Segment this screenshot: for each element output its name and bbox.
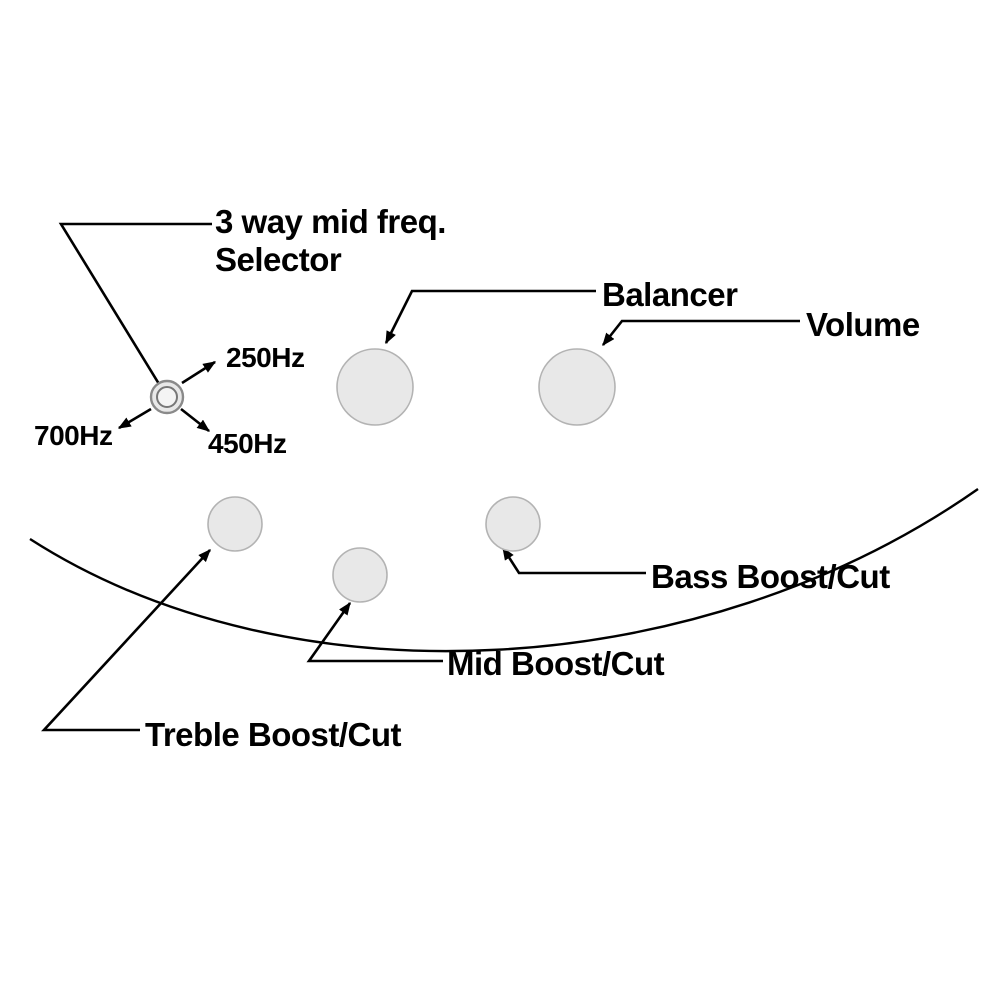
mid-boost-cut-label: Mid Boost/Cut [447,645,665,682]
balancer-label: Balancer [602,276,738,313]
selector-label: 3 way mid freq. Selector [215,203,446,279]
treble-boost-cut-knob [207,496,263,552]
selector-arrow-250hz [181,360,217,385]
bass-boost-cut-knob [485,496,541,552]
selector-label-line2: Selector [215,240,342,278]
balancer-leader-line [384,289,596,345]
volume-leader-line [601,319,800,347]
selector-leader-line [58,222,212,385]
treble-leader-line [41,549,211,732]
freq-450hz-label: 450Hz [208,428,287,459]
body-outline-curve [29,488,979,653]
bass-leader-line [501,546,646,575]
selector-label-line1: 3 way mid freq. [215,203,446,240]
selector-arrow-700hz [117,407,152,430]
mid-freq-selector-switch-cap [156,386,178,408]
freq-700hz-label: 700Hz [34,420,113,451]
selector-arrow-450hz [180,407,211,433]
freq-250hz-label: 250Hz [226,342,305,373]
balancer-knob [336,348,414,426]
mid-leader-line [306,601,443,663]
mid-boost-cut-knob [332,547,388,603]
volume-label: Volume [806,306,920,343]
treble-boost-cut-label: Treble Boost/Cut [145,716,402,753]
bass-boost-cut-label: Bass Boost/Cut [651,558,890,595]
volume-knob [538,348,616,426]
